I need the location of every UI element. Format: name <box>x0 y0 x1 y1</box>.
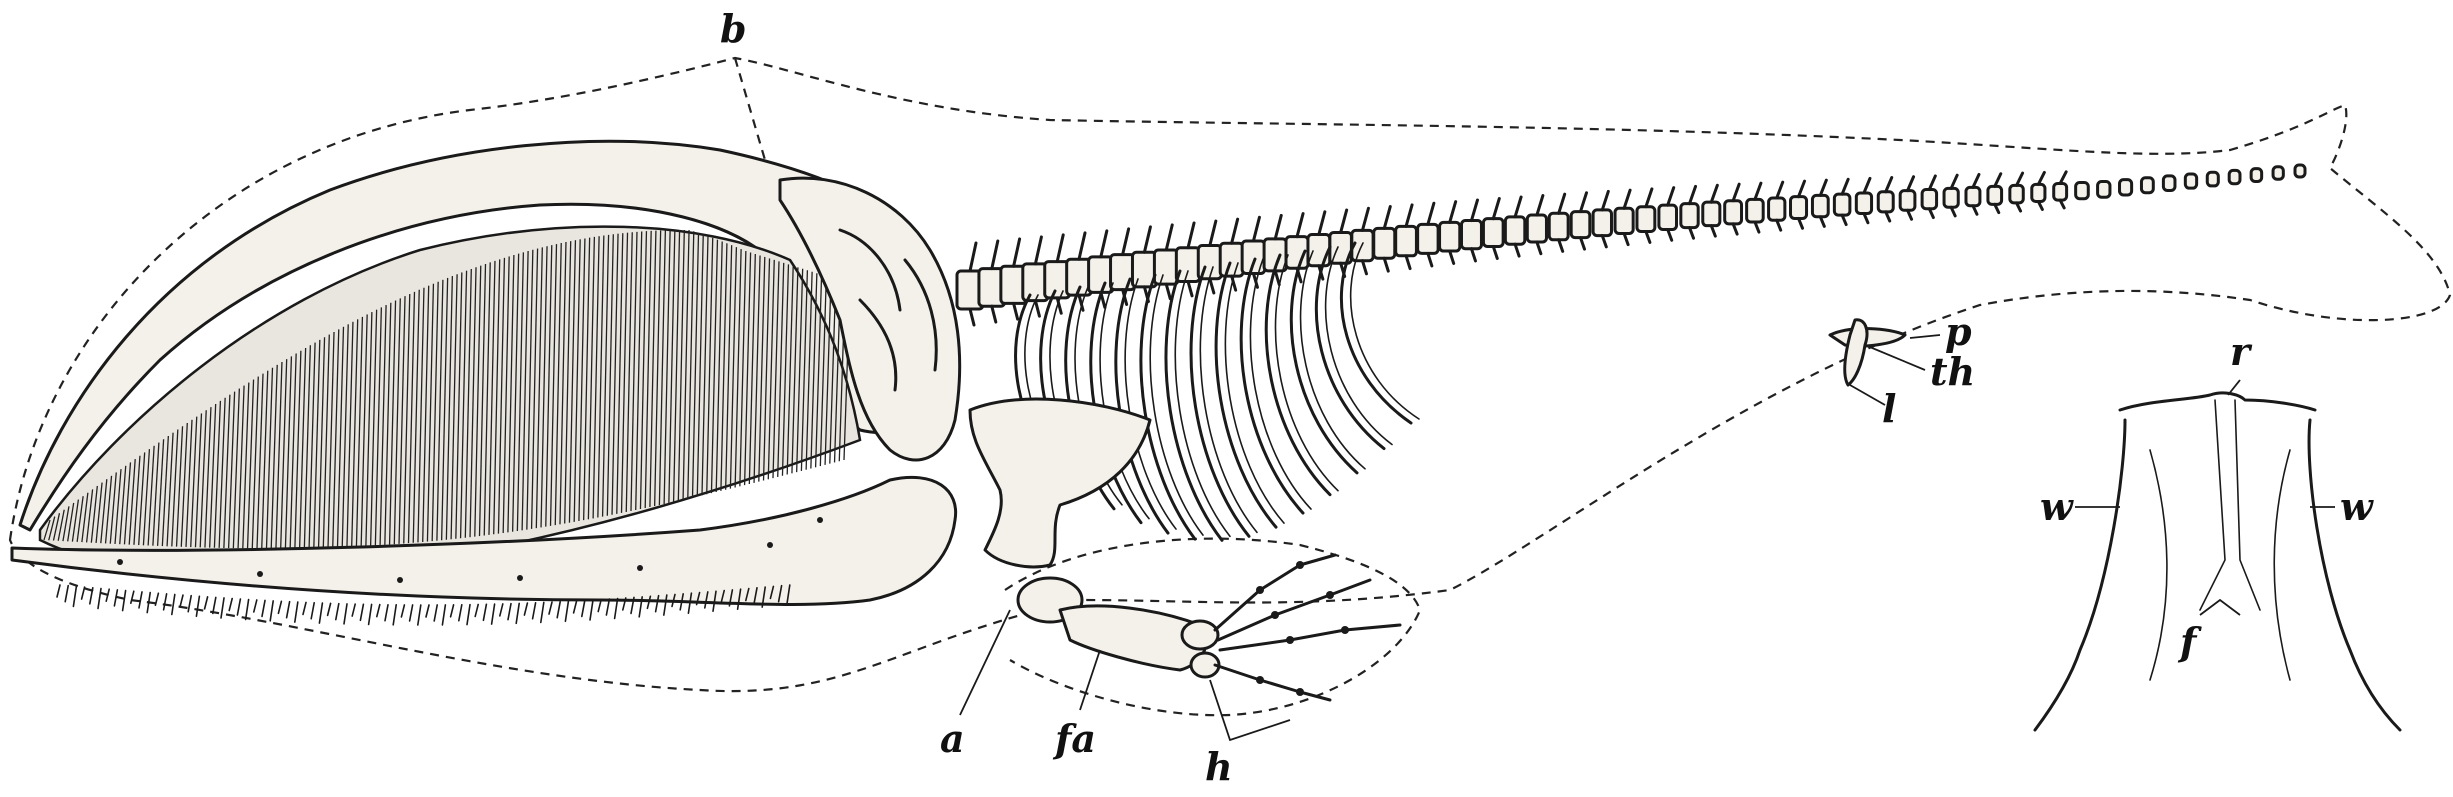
label-th: th <box>1930 349 1975 394</box>
jaw-foramina <box>117 517 823 583</box>
label-r: r <box>2230 329 2253 374</box>
baleen-plates <box>38 225 862 578</box>
pelvic-vestige <box>1828 318 1907 387</box>
label-fa: fa <box>1052 716 1096 761</box>
vertebral-column <box>955 163 2307 327</box>
flipper-outline <box>1004 537 1422 717</box>
label-b: b <box>720 6 747 51</box>
label-l: l <box>1882 386 1896 431</box>
flipper-bones <box>1016 553 1402 702</box>
label-h: h <box>1205 744 1233 789</box>
body-outline <box>8 56 2452 693</box>
label-f: f <box>2177 619 2202 664</box>
jaw-fringe <box>56 584 791 626</box>
label-w-right: w <box>2340 484 2374 529</box>
braincase-detail <box>838 228 938 392</box>
label-w-left: w <box>2040 484 2074 529</box>
label-p: p <box>1945 309 1972 354</box>
braincase <box>778 176 962 462</box>
label-leaders <box>959 334 2335 742</box>
label-a: a <box>940 716 965 761</box>
lower-jaw <box>10 475 958 606</box>
scapula <box>968 397 1152 569</box>
b-outline-extension <box>733 57 767 161</box>
inset-flukes <box>2033 391 2402 732</box>
